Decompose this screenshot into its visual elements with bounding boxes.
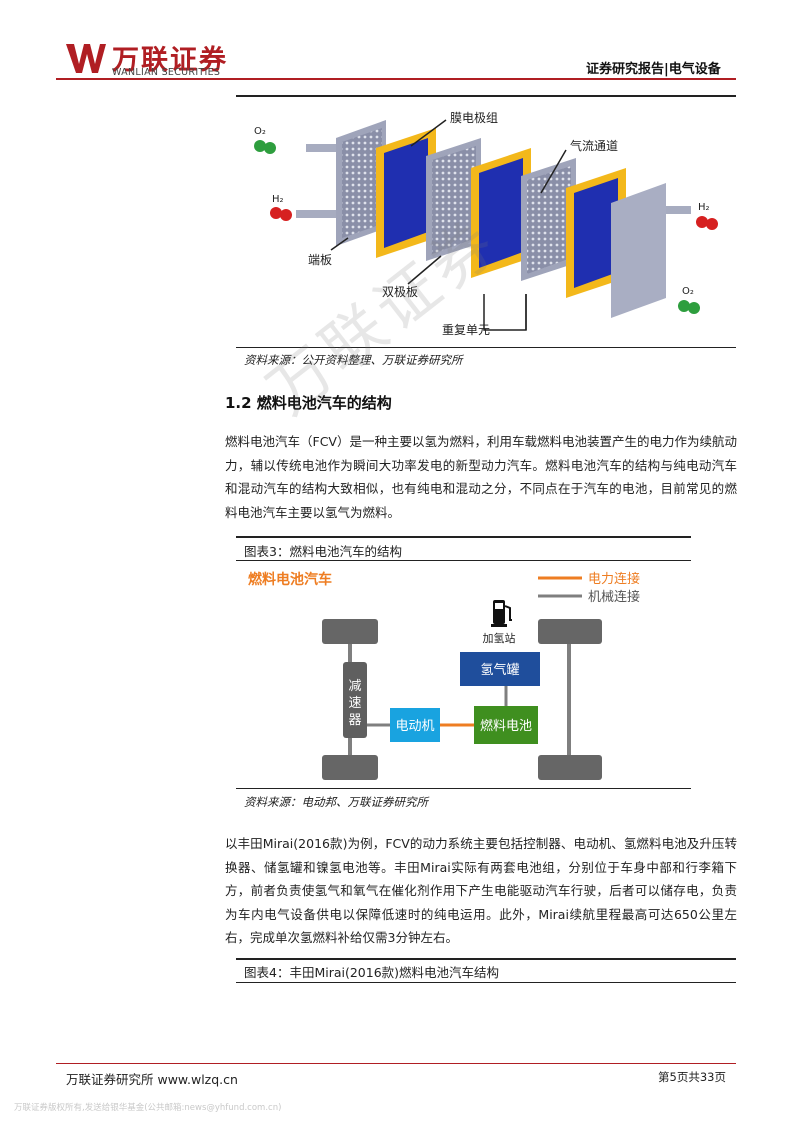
copyright-watermark: 万联证券版权所有,发送给银华基金(公共邮箱:news@yhfund.com.cn… bbox=[14, 1103, 282, 1113]
wheel-rear-right bbox=[538, 755, 602, 780]
h2-label-right: H₂ bbox=[698, 202, 710, 213]
o2-label-right: O₂ bbox=[682, 286, 694, 297]
diagram-title: 燃料电池汽车 bbox=[248, 571, 332, 588]
figure2-top-rule bbox=[236, 95, 736, 97]
reducer-label-2: 速 bbox=[348, 696, 361, 711]
mea-label: 膜电极组 bbox=[450, 111, 498, 125]
figure2-source: 资料来源：公开资料整理、万联证券研究所 bbox=[244, 353, 463, 367]
section-title: 1.2 燃料电池汽车的结构 bbox=[225, 394, 392, 412]
figure3-caption-rule bbox=[236, 560, 691, 561]
reducer-label-3: 器 bbox=[348, 713, 361, 728]
figure4-caption-rule bbox=[236, 982, 736, 983]
section-paragraph: 燃料电池汽车（FCV）是一种主要以氢为燃料，利用车载燃料电池装置产生的电力作为续… bbox=[225, 434, 737, 520]
hydrogen-tank-block bbox=[460, 652, 540, 686]
gas-channel-label: 气流通道 bbox=[570, 138, 618, 153]
footer-divider bbox=[56, 1063, 736, 1064]
figure2-bottom-rule bbox=[236, 347, 736, 348]
motor-block bbox=[390, 708, 440, 742]
figure4-top-rule bbox=[236, 958, 736, 960]
figure3-bottom-rule bbox=[236, 788, 691, 789]
fcv-structure-diagram: 燃料电池汽车 电力连接 机械连接 减 速 器 电动机 燃料电池 氢气罐 加氢站 bbox=[248, 571, 640, 780]
wanlian-logo-icon bbox=[66, 44, 106, 73]
wheel-front-left bbox=[322, 619, 378, 644]
footer-website: 万联证券研究所 www.wlzq.cn bbox=[66, 1072, 238, 1087]
logo-text-cn: 万联证券 bbox=[112, 45, 228, 76]
reducer-block bbox=[343, 662, 367, 738]
report-type: 证券研究报告|电气设备 bbox=[586, 62, 721, 77]
h2-label-left: H₂ bbox=[272, 194, 284, 205]
station-label: 加氢站 bbox=[483, 631, 516, 645]
page-number: 第5页共33页 bbox=[658, 1070, 726, 1084]
mirai-paragraph: 以丰田Mirai(2016款)为例，FCV的动力系统主要包括控制器、电动机、氢燃… bbox=[225, 836, 737, 945]
legend-electric-label: 电力连接 bbox=[588, 571, 640, 587]
legend-mechanical-label: 机械连接 bbox=[588, 589, 640, 605]
fuel-pump-icon bbox=[491, 600, 512, 627]
wheel-rear-left bbox=[322, 755, 378, 780]
wheel-front-right bbox=[538, 619, 602, 644]
header-divider bbox=[56, 78, 736, 80]
fuel-cell-block bbox=[474, 706, 538, 744]
end-plate-label: 端板 bbox=[308, 253, 332, 267]
reducer-label-1: 减 bbox=[348, 679, 361, 694]
fuel-cell-label: 燃料电池 bbox=[480, 718, 532, 734]
o2-label-left: O₂ bbox=[254, 126, 266, 137]
figure3-caption: 图表3：燃料电池汽车的结构 bbox=[244, 544, 402, 559]
figure4-caption: 图表4：丰田Mirai(2016款)燃料电池汽车结构 bbox=[244, 965, 500, 980]
logo-text-en: WANLIAN SECURITIES bbox=[112, 67, 221, 78]
bipolar-plate-label: 双极板 bbox=[382, 285, 418, 299]
figure3-source: 资料来源：电动邦、万联证券研究所 bbox=[244, 795, 428, 809]
fuel-cell-stack-illustration: O₂ H₂ H₂ O₂ 膜电极组 气流通道 端板 双极板 重复单元 bbox=[254, 111, 718, 337]
figure3-top-rule bbox=[236, 536, 691, 538]
hydrogen-tank-label: 氢气罐 bbox=[480, 662, 519, 678]
motor-label: 电动机 bbox=[395, 719, 434, 734]
repeat-unit-label: 重复单元 bbox=[442, 323, 490, 337]
